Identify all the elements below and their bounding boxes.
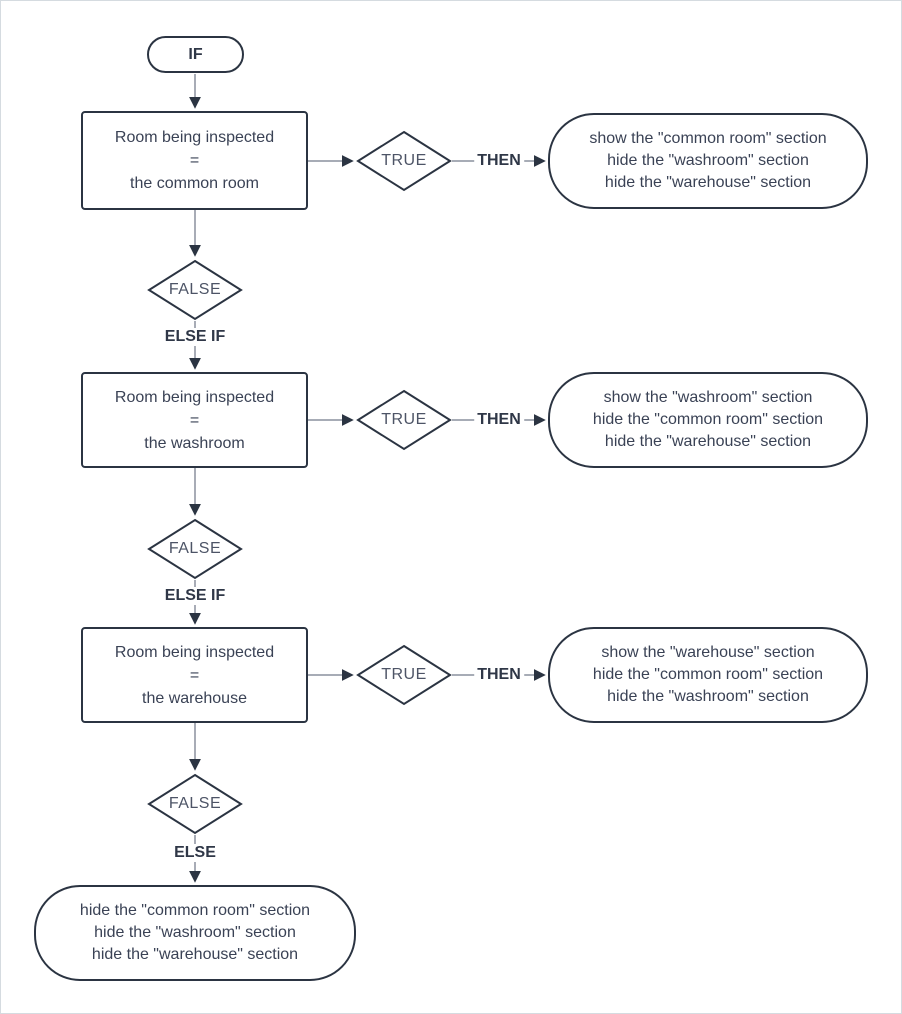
false-diamond-2: FALSE <box>147 518 243 580</box>
action-line: show the "warehouse" section <box>601 644 815 661</box>
true-label: TRUE <box>381 152 427 169</box>
action-line: hide the "common room" section <box>79 902 311 919</box>
condition-line: = <box>189 152 200 169</box>
else-if-label-1: ELSE IF <box>161 328 229 346</box>
action-line: hide the "common room" section <box>592 411 824 428</box>
diamond-shape <box>147 259 243 321</box>
action-line: hide the "warehouse" section <box>91 946 299 963</box>
start-node-if: IF <box>147 36 244 73</box>
action-line: show the "washroom" section <box>603 389 813 406</box>
action-line: show the "common room" section <box>589 130 827 147</box>
start-label: IF <box>188 45 203 63</box>
then-label: THEN <box>474 666 524 684</box>
condition-line: Room being inspected <box>114 643 275 661</box>
condition-line: the warehouse <box>142 689 247 707</box>
true-label: TRUE <box>381 411 427 428</box>
condition-line: the washroom <box>144 434 245 452</box>
action-line: hide the "warehouse" section <box>604 174 812 191</box>
then-label: THEN <box>474 152 524 170</box>
else-label: ELSE <box>171 844 219 862</box>
true-diamond-2: TRUE <box>356 389 452 451</box>
else-if-label-2: ELSE IF <box>161 587 229 605</box>
false-label: FALSE <box>168 795 222 812</box>
diamond-shape <box>356 130 452 192</box>
then-label: THEN <box>474 411 524 429</box>
diamond-shape <box>147 518 243 580</box>
diamond-shape <box>147 773 243 835</box>
action-node-show-warehouse: show the "warehouse" section hide the "c… <box>548 627 868 723</box>
action-node-show-common-room: show the "common room" section hide the … <box>548 113 868 209</box>
true-label: TRUE <box>381 666 427 683</box>
condition-line: = <box>189 666 200 684</box>
action-node-hide-all: hide the "common room" section hide the … <box>34 885 356 981</box>
false-diamond-3: FALSE <box>147 773 243 835</box>
condition-line: Room being inspected <box>114 388 275 406</box>
diamond-shape <box>356 389 452 451</box>
condition-line: the common room <box>130 175 259 192</box>
action-line: hide the "washroom" section <box>94 924 296 941</box>
action-line: hide the "common room" section <box>592 666 824 683</box>
condition-node-washroom: Room being inspected = the washroom <box>81 372 308 468</box>
action-node-show-washroom: show the "washroom" section hide the "co… <box>548 372 868 468</box>
diamond-shape <box>356 644 452 706</box>
condition-line: Room being inspected <box>114 129 275 146</box>
false-label: FALSE <box>168 281 222 298</box>
action-line: hide the "washroom" section <box>607 152 809 169</box>
condition-node-common-room: Room being inspected = the common room <box>81 111 308 210</box>
action-line: hide the "warehouse" section <box>604 433 812 450</box>
true-diamond-3: TRUE <box>356 644 452 706</box>
condition-node-warehouse: Room being inspected = the warehouse <box>81 627 308 723</box>
true-diamond-1: TRUE <box>356 130 452 192</box>
action-line: hide the "washroom" section <box>607 688 809 705</box>
condition-line: = <box>189 411 200 429</box>
false-label: FALSE <box>168 540 222 557</box>
false-diamond-1: FALSE <box>147 259 243 321</box>
